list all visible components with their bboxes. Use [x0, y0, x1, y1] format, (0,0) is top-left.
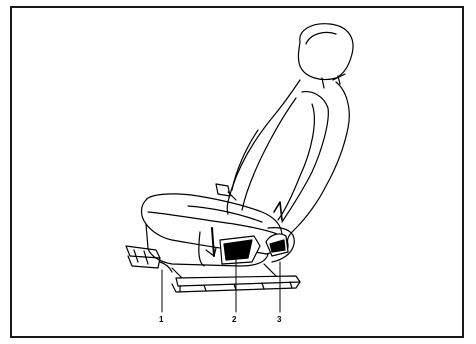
- headrest: [298, 24, 353, 88]
- seat-adjust-switch-2: [206, 228, 260, 264]
- callout-label-1: 1: [159, 316, 163, 324]
- callout-label-3: 3: [277, 316, 281, 324]
- callout-label-2: 2: [232, 316, 236, 324]
- seat-back: [227, 80, 349, 244]
